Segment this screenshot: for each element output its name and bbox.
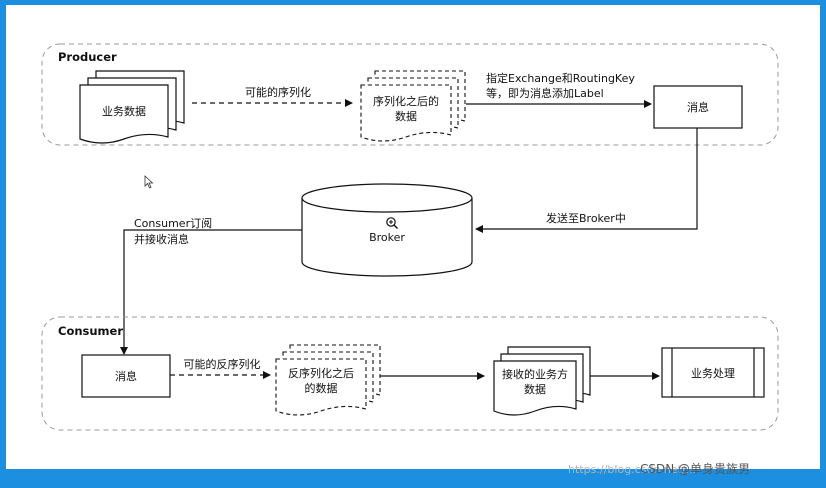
received-data-stack: 接收的业务方 数据: [493, 346, 591, 416]
subscribe-label-line2: 并接收消息: [134, 232, 189, 246]
deserialize-label: 可能的反序列化: [184, 357, 261, 371]
serialize-label: 可能的序列化: [245, 85, 311, 99]
broker-cylinder: Broker: [301, 183, 473, 277]
business-data-label: 业务数据: [102, 104, 146, 118]
exchange-label-line1: 指定Exchange和RoutingKey: [486, 71, 635, 85]
subscribe-arrow: [120, 229, 302, 355]
serialized-data-stack: 序列化之后的 数据: [360, 70, 466, 142]
producer-message-box: [653, 85, 743, 129]
consumer-title: Consumer: [58, 324, 123, 338]
business-data-document: [79, 84, 169, 144]
consumer-group: Consumer: [41, 316, 779, 431]
business-data-stack: 业务数据: [79, 70, 185, 144]
serialized-data-line2: 数据: [395, 109, 417, 123]
exchange-label-line2: 等，即为消息添加Label: [486, 86, 604, 100]
consumer-group-border: [41, 316, 779, 431]
deserialized-data-line1: 反序列化之后: [288, 366, 354, 380]
business-processing-label: 业务处理: [691, 367, 735, 380]
window-bottom-bar: [0, 469, 826, 488]
watermark-url: https://blog.csdn.net/...: [568, 463, 696, 476]
deserialized-data-stack: 反序列化之后 的数据: [275, 344, 381, 416]
received-data-line2: 数据: [524, 382, 546, 396]
consumer-message-label: 消息: [115, 369, 137, 383]
deserialized-data-document: [275, 358, 367, 416]
producer-group-border: [41, 43, 779, 146]
send-to-broker-arrow: [475, 128, 698, 233]
producer-message-label: 消息: [687, 100, 709, 114]
received-data-document: [493, 360, 577, 416]
cursor-pointer-icon: [144, 175, 154, 189]
received-data-line1: 接收的业务方: [502, 367, 568, 381]
business-processing-box: 业务处理: [661, 347, 765, 398]
zoom-in-icon: [386, 217, 398, 229]
deserialized-data-line2: 的数据: [305, 381, 338, 395]
producer-title: Producer: [58, 50, 117, 64]
serialized-data-document: [360, 84, 452, 142]
broker-label: Broker: [369, 231, 405, 244]
watermark-brand: CSDN @单身贵族男: [640, 461, 750, 476]
producer-group: Producer: [41, 43, 779, 146]
consumer-message-box: [81, 354, 171, 398]
serialized-data-line1: 序列化之后的: [373, 94, 439, 108]
send-to-broker-label: 发送至Broker中: [546, 211, 626, 225]
subscribe-label-line1: Consumer订阅: [134, 217, 212, 230]
